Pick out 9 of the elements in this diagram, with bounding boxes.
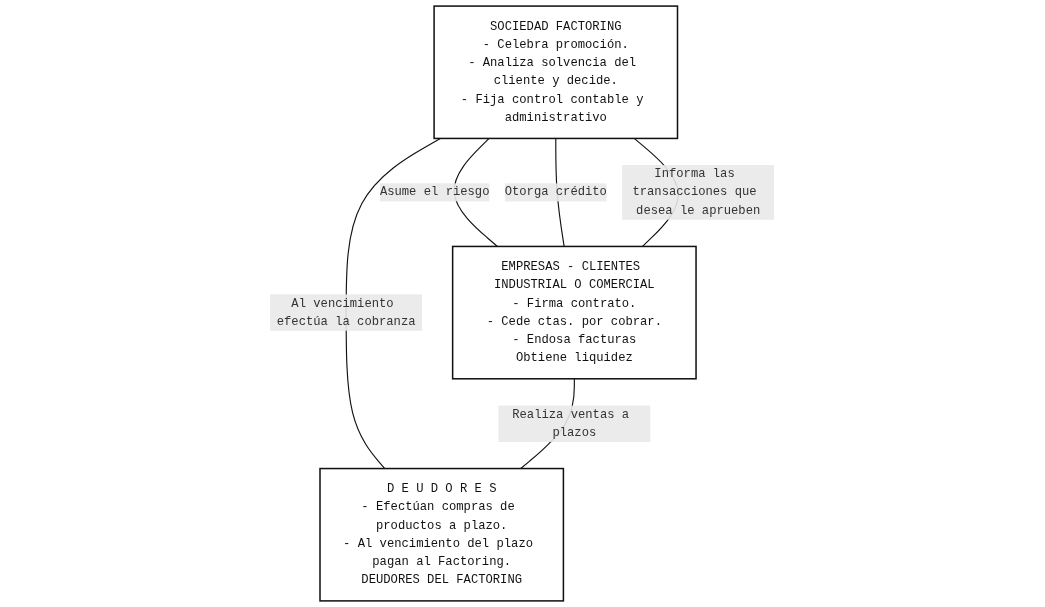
edge-label: Informa las transacciones que desea le aprueben: [632, 167, 761, 218]
edge-label: Otorga crédito: [505, 185, 608, 200]
connector: [345, 137, 442, 470]
node-box: D E U D O R E S - Efectúan compras de productos a plazo. - Al vencimiento del plazo pagan al Factoring. DEUDORES DEL FACTORING: [319, 467, 565, 602]
edge-label: Al vencimiento efectúa la cobranza: [277, 296, 416, 329]
edge-label: Asume el riesgo: [380, 185, 490, 200]
edge-label: Realiza ventas a plazos: [512, 407, 630, 440]
node-box: EMPRESAS - CLIENTES INDUSTRIAL O COMERCIAL - Firma contrato. - Cede ctas. por cobrar. - Endosa facturas Obtiene liquidez: [452, 245, 698, 380]
node-box: SOCIEDAD FACTORING - Celebra promoción. - Analiza solvencia del cliente y decide. - Fija control contable y administrativo: [433, 5, 679, 140]
